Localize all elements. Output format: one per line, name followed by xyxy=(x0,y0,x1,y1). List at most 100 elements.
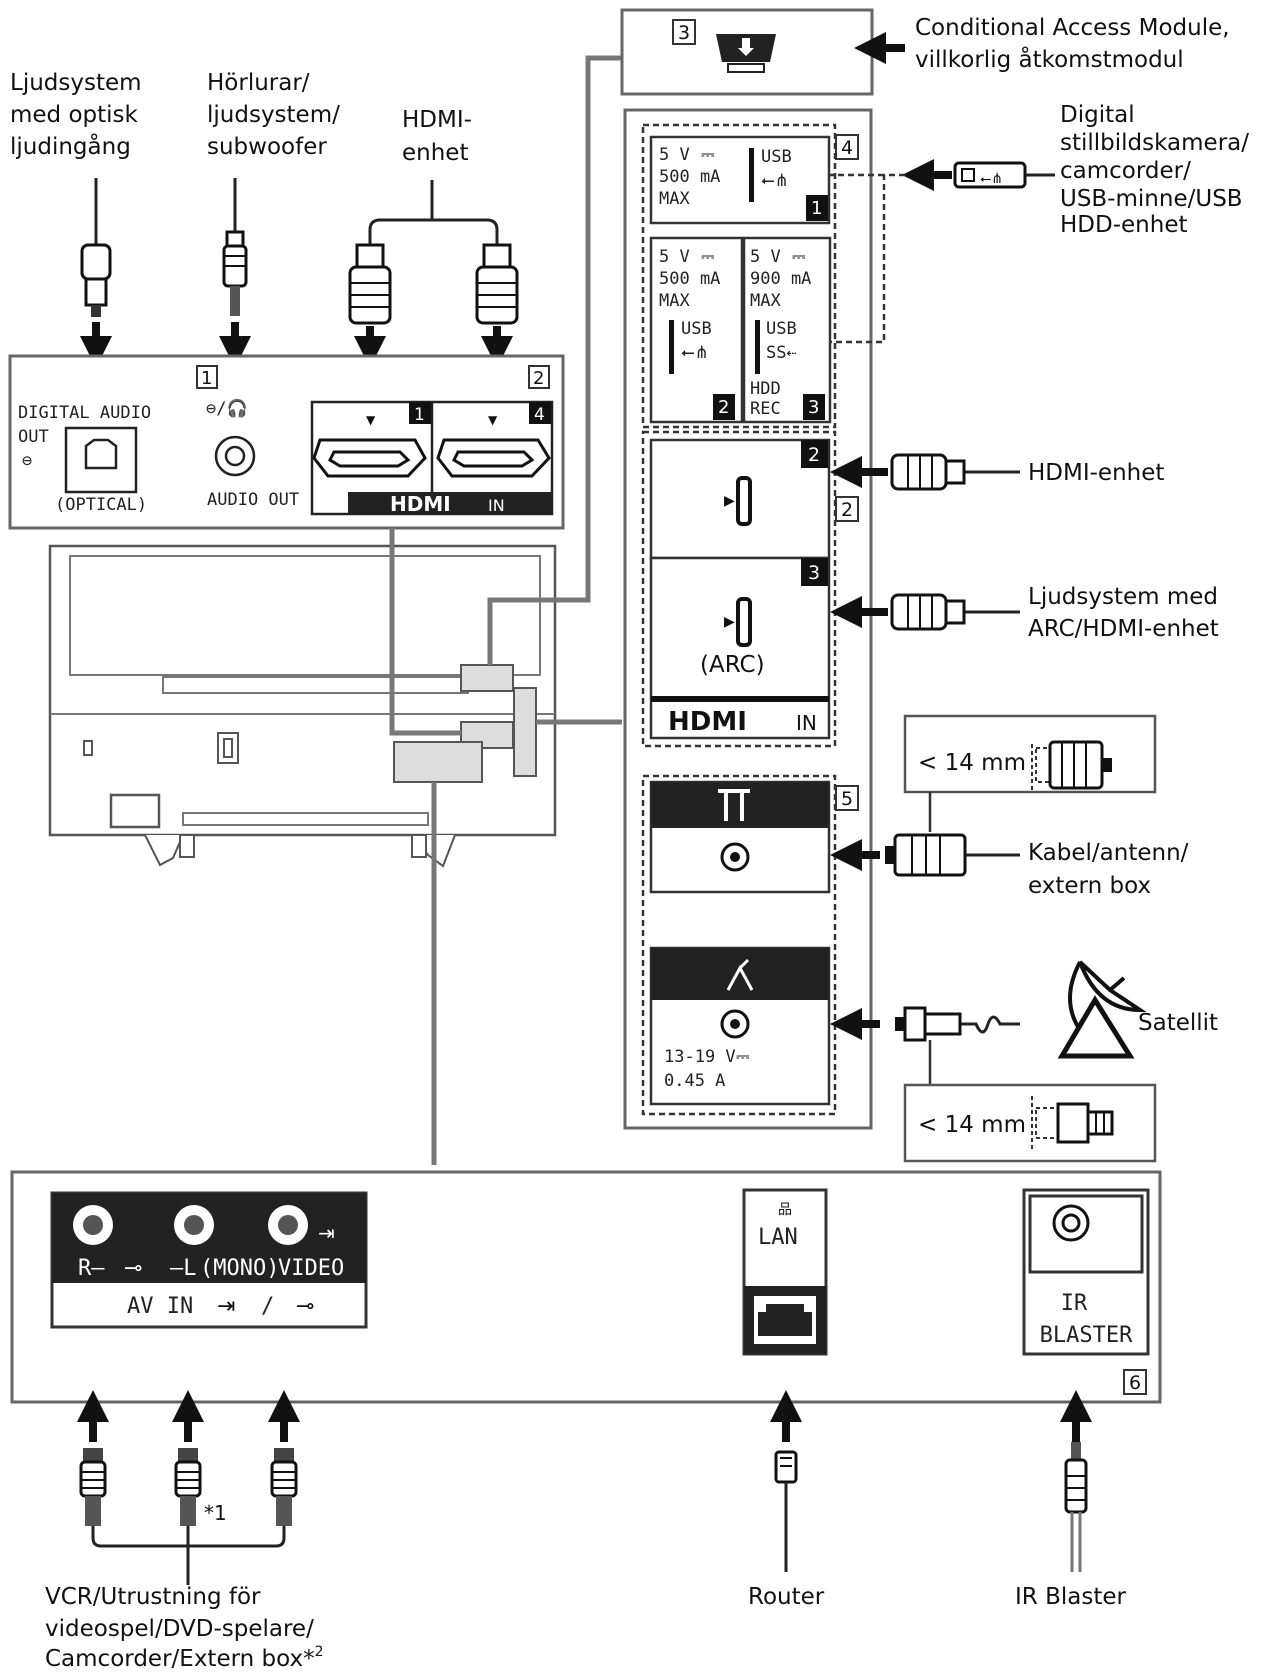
svg-text:1: 1 xyxy=(811,198,822,219)
hdmi-in-top-ports[interactable]: HDMI IN 1 4 ▼ ▼ xyxy=(310,400,554,516)
svg-text:Conditional Access Module,: Conditional Access Module, xyxy=(915,15,1230,41)
panel-leader-lines xyxy=(389,55,622,1165)
satellite-plug-icon xyxy=(895,1006,1020,1085)
svg-text:▼: ▼ xyxy=(488,413,498,427)
svg-text:⎓: ⎓ xyxy=(701,145,715,165)
svg-text:Ljudsystem med: Ljudsystem med xyxy=(1028,584,1218,610)
svg-text:IR: IR xyxy=(1061,1291,1088,1316)
svg-text:ljudsystem/: ljudsystem/ xyxy=(207,102,340,128)
usb-dashed-leader xyxy=(830,173,905,344)
cable-antenna-label: Kabel/antenn/ extern box xyxy=(1028,840,1189,899)
svg-text:6: 6 xyxy=(1129,1372,1141,1394)
svg-text:900 mA: 900 mA xyxy=(750,269,811,289)
ir-blaster-plug-icon xyxy=(1064,1442,1088,1572)
antenna-port[interactable] xyxy=(649,780,831,894)
svg-text:2: 2 xyxy=(533,368,544,389)
lan-port[interactable]: 品 LAN xyxy=(742,1188,828,1356)
tv-back-illustration xyxy=(48,544,557,868)
svg-text:videospel/DVD-spelare/: videospel/DVD-spelare/ xyxy=(45,1616,314,1642)
rear-panel-top: 1 2 DIGITAL AUDIO OUT ⊖ (OPTICAL) ⊖/🎧 AU… xyxy=(8,354,565,530)
hdmi-device-side-label: HDMI-enhet xyxy=(1028,460,1164,486)
svg-text:MAX: MAX xyxy=(750,291,781,311)
svg-text:3: 3 xyxy=(808,562,820,584)
svg-text:⊖: ⊖ xyxy=(22,451,32,471)
ir-blaster-port[interactable]: IR BLASTER xyxy=(1022,1188,1150,1356)
cam-label: Conditional Access Module, villkorlig åt… xyxy=(915,15,1230,73)
svg-text:IN: IN xyxy=(488,496,505,515)
svg-text:⎓: ⎓ xyxy=(701,247,715,267)
svg-text:Hörlurar/: Hörlurar/ xyxy=(207,70,310,96)
svg-text:(MONO): (MONO) xyxy=(200,1256,279,1281)
svg-text:1: 1 xyxy=(414,405,425,425)
ir-blaster-label: IR Blaster xyxy=(1015,1584,1126,1610)
usb-port-2[interactable]: 5 V ⎓ 500 mA MAX USB ⭠⋔ 2 xyxy=(649,236,744,424)
svg-text:AUDIO OUT: AUDIO OUT xyxy=(207,490,299,510)
hdmi-side-cable-3 xyxy=(890,593,1020,631)
svg-text:AV IN: AV IN xyxy=(127,1294,193,1319)
svg-text:villkorlig åtkomstmodul: villkorlig åtkomstmodul xyxy=(915,45,1184,73)
cam-slot-panel: 3 xyxy=(620,8,874,96)
side-panel: 4 5 V ⎓ 500 mA MAX USB ⭠⋔ 1 5 V ⎓ 500 mA… xyxy=(623,108,873,1130)
hdmi-side-cable-2 xyxy=(890,453,1020,491)
svg-text:⊸: ⊸ xyxy=(296,1294,314,1319)
usb-port-3[interactable]: 5 V ⎓ 900 mA MAX USB SS⇠ HDD REC 3 xyxy=(742,236,832,424)
svg-text:USB: USB xyxy=(766,319,797,339)
svg-text:⭠⋔: ⭠⋔ xyxy=(980,171,1003,187)
footnote-1: *1 xyxy=(204,1501,227,1525)
svg-text:4: 4 xyxy=(534,405,545,425)
svg-text:HDMI: HDMI xyxy=(390,492,451,516)
svg-text:⇥: ⇥ xyxy=(217,1294,235,1319)
av-in-ports[interactable]: ⇥ R– ⊸ –L (MONO) VIDEO AV IN ⇥ / ⊸ xyxy=(50,1191,368,1329)
svg-text:VCR/Utrustning för: VCR/Utrustning för xyxy=(45,1584,261,1610)
satellite-dish-icon xyxy=(1057,960,1147,1059)
svg-text:⊖/🎧: ⊖/🎧 xyxy=(206,398,248,419)
svg-text:5 V: 5 V xyxy=(750,247,781,267)
svg-text:SS⇠: SS⇠ xyxy=(766,343,797,363)
rca-cable-icon xyxy=(79,1446,298,1585)
svg-text:HDD: HDD xyxy=(750,379,781,399)
svg-text:HDMI-: HDMI- xyxy=(402,107,472,133)
svg-text:⊸: ⊸ xyxy=(124,1256,142,1281)
svg-text:VIDEO: VIDEO xyxy=(278,1256,344,1281)
hdmi-port-2[interactable]: 2 ▶ xyxy=(649,438,831,560)
audio-out-port[interactable]: ⊖/🎧 AUDIO OUT xyxy=(206,398,299,510)
svg-text:USB-minne/USB: USB-minne/USB xyxy=(1060,186,1243,212)
network-icon: 品 xyxy=(778,1202,792,1218)
svg-text:3: 3 xyxy=(808,397,819,418)
usb-device-label: Digital stillbildskamera/ camcorder/ USB… xyxy=(1060,102,1249,238)
svg-text:ARC/HDMI-enhet: ARC/HDMI-enhet xyxy=(1028,616,1219,642)
hdmi-port-3-arc[interactable]: 3 ▶ (ARC) HDMI IN xyxy=(649,556,831,740)
router-label: Router xyxy=(748,1584,825,1610)
arc-device-label: Ljudsystem med ARC/HDMI-enhet xyxy=(1028,584,1219,642)
connector-size-callout-top: < 14 mm xyxy=(903,714,1157,832)
svg-text:< 14 mm: < 14 mm xyxy=(918,750,1026,776)
svg-text:HDMI: HDMI xyxy=(668,707,747,737)
svg-text:5 V: 5 V xyxy=(659,247,690,267)
usb-plug-icon: ⭠⋔ xyxy=(953,161,1055,189)
svg-text:(ARC): (ARC) xyxy=(700,652,765,678)
svg-text:MAX: MAX xyxy=(659,291,690,311)
svg-text:5 V: 5 V xyxy=(659,145,690,165)
svg-text:⇥: ⇥ xyxy=(318,1221,335,1245)
svg-text:0.45 A: 0.45 A xyxy=(664,1071,725,1091)
svg-text:▼: ▼ xyxy=(366,413,376,427)
svg-text:2: 2 xyxy=(841,499,853,521)
svg-text:USB: USB xyxy=(761,147,792,167)
usb-port-1[interactable]: 5 V ⎓ 500 mA MAX USB ⭠⋔ 1 xyxy=(649,135,831,225)
satellite-port[interactable]: 13-19 V ⎓ 0.45 A xyxy=(649,946,831,1106)
hdmi-top-cable-icon xyxy=(348,180,519,325)
svg-text:USB: USB xyxy=(681,319,712,339)
svg-text:(OPTICAL): (OPTICAL) xyxy=(55,495,147,515)
connector-size-callout-bottom: < 14 mm xyxy=(903,1083,1157,1163)
svg-text:⎓: ⎓ xyxy=(736,1047,750,1067)
satellite-label: Satellit xyxy=(1138,1010,1218,1036)
headphone-label: Hörlurar/ ljudsystem/ subwoofer xyxy=(207,70,340,160)
svg-text:IN: IN xyxy=(796,711,817,735)
svg-text:500 mA: 500 mA xyxy=(659,167,720,187)
svg-text:⎓: ⎓ xyxy=(792,247,806,267)
hdmi-device-top-label: HDMI- enhet xyxy=(402,107,472,166)
digital-audio-out-port[interactable]: DIGITAL AUDIO OUT ⊖ (OPTICAL) xyxy=(18,403,151,515)
svg-text:Camcorder/Extern box*2: Camcorder/Extern box*2 xyxy=(45,1644,324,1672)
svg-text:3: 3 xyxy=(678,22,690,44)
